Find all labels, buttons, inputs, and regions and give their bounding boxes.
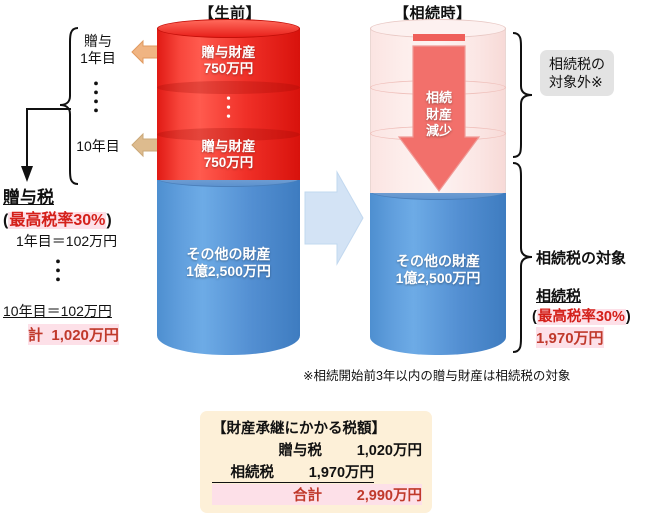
gift-tax-rate-value: 最高税率30% [8, 212, 107, 229]
summary-total-value: 2,990万円 [356, 488, 422, 504]
dot: ・ [50, 254, 66, 271]
gift-tax-year1-amount: 1年目＝102万円 [16, 233, 118, 249]
taxable-brace [512, 162, 533, 353]
exempt-line1: 相続税の [549, 56, 605, 72]
gift-tax-down-arrow-icon [21, 108, 71, 182]
dot: ・ [50, 263, 66, 280]
inheritance-tax-title: 相続税 [536, 288, 582, 305]
exempt-label-box: 相続税の 対象外※ [540, 50, 614, 97]
left-cylinder-blue-segment: その他の財産 1億2,500万円 [157, 170, 300, 355]
summary-box: 【財産承継にかかる税額】 贈与税 1,020万円 相続税 1,970万円 合計 … [200, 411, 432, 513]
gift-tax-dots: ・ ・ ・ [50, 254, 66, 289]
dot: ・ [221, 109, 235, 124]
dot: ・ [88, 94, 104, 111]
inheritance-decrease-arrow-icon [397, 34, 481, 193]
right-cylinder-blue-segment: その他の財産 1億2,500万円 [370, 183, 506, 355]
taxable-label: 相続税の対象 [536, 250, 627, 267]
gift-tax-total: 計 1,020万円 [28, 324, 119, 345]
summary-row: 贈与税 1,020万円 [212, 439, 422, 460]
header-before-death: 【生前】 [199, 5, 262, 22]
dot: ・ [50, 272, 66, 289]
gift-year1-line2: 1年目 [80, 50, 116, 67]
transition-arrow-icon [304, 170, 364, 266]
red-divider-1 [157, 81, 300, 94]
gift-years-dots: ・ ・ ・ ・ [88, 76, 104, 120]
footnote: ※相続開始前3年以内の贈与財産は相続税の対象 [303, 369, 571, 383]
gift-year1-line1: 贈与 [84, 33, 112, 49]
left-cylinder: その他の財産 1億2,500万円 贈与財産 750万円 ・ ・ ・ 贈与財産 7… [157, 19, 300, 355]
summary-row-value: 1,970万円 [308, 465, 375, 481]
gift-year10-label: 10年目 [76, 138, 120, 154]
summary-row-value: 1,020万円 [356, 443, 422, 459]
summary-row-name: 贈与税 [278, 443, 322, 459]
dot: ・ [221, 91, 235, 106]
paren-close: ) [106, 212, 112, 229]
exempt-line2: 対象外※ [549, 74, 603, 91]
dot: ・ [88, 85, 104, 102]
left-cylinder-red-segment: 贈与財産 750万円 ・ ・ ・ 贈与財産 750万円 [157, 19, 300, 180]
red-body [157, 28, 300, 180]
exempt-brace [512, 32, 533, 158]
summary-row-name: 相続税 [230, 465, 275, 481]
gift-tax-total-label: 計 [28, 327, 44, 344]
blue-body [370, 191, 506, 355]
paren-open: ( [532, 309, 537, 325]
gift-tax-title: 贈与税 [3, 188, 54, 207]
summary-row-total: 合計 2,990万円 [212, 484, 422, 505]
left-gift-middle-dots: ・ ・ ・ [157, 91, 300, 124]
gift-tax-year10-amount: 10年目＝102万円 [3, 303, 112, 319]
header-at-inheritance: 【相続時】 [394, 5, 472, 22]
dot: ・ [88, 76, 104, 93]
left-gift-brace [59, 27, 79, 185]
gift-tax-rate: (最高税率30%) [3, 206, 112, 230]
red-divider-2 [157, 128, 300, 141]
blue-body [157, 178, 300, 355]
dot: ・ [88, 103, 104, 120]
dot: ・ [221, 100, 235, 115]
summary-row: 相続税 1,970万円 [212, 461, 375, 483]
inheritance-tax-rate: (最高税率30%) [532, 305, 631, 326]
paren-open: ( [3, 212, 9, 229]
paren-close: ) [625, 309, 631, 325]
right-cylinder: その他の財産 1億2,500万円 相続 財産 減少 [370, 19, 506, 355]
inheritance-tax-amount: 1,970万円 [536, 327, 604, 348]
gift-year1-label: 贈与 1年目 [63, 33, 133, 67]
gift-tax-total-amount: 1,020万円 [51, 327, 119, 344]
summary-title: 【財産承継にかかる税額】 [212, 421, 386, 437]
red-top-ellipse [157, 19, 300, 38]
inheritance-tax-rate-value: 最高税率30% [536, 309, 626, 325]
summary-total-name: 合計 [292, 488, 322, 504]
